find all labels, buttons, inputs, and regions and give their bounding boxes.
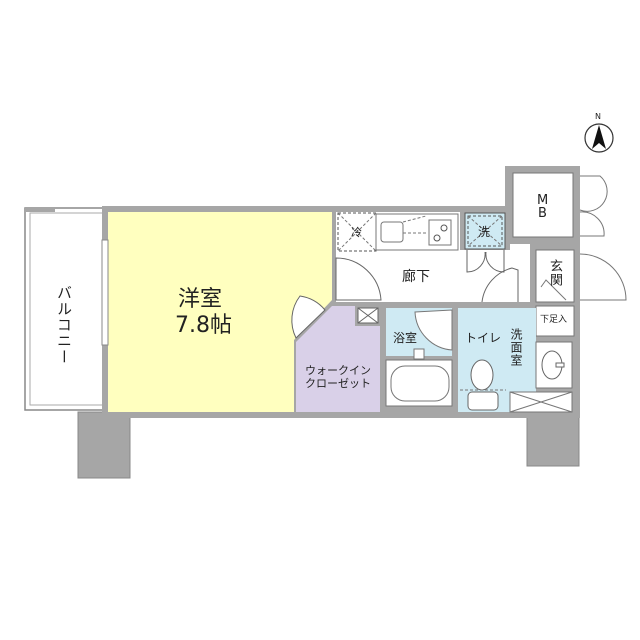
window-balcony — [101, 239, 109, 346]
balcony-wall-stub — [25, 207, 55, 212]
balcony-area — [24, 207, 106, 411]
toilet-bowl — [470, 359, 494, 391]
closet-label-2: クローゼット — [305, 377, 371, 390]
washroom-door-swing — [481, 267, 519, 303]
north-arrow-icon — [592, 125, 606, 149]
toilet-label: トイレ — [465, 331, 502, 345]
western-room-size: 7.8帖 — [175, 313, 232, 338]
corridor-label: 廊下 — [402, 269, 430, 285]
bathroom-label: 浴室 — [393, 331, 418, 345]
burner-icon — [433, 234, 441, 242]
mb-label-2: B — [538, 206, 547, 221]
entrance-floor — [535, 249, 575, 303]
corridor-floor-east — [460, 250, 530, 302]
balcony-label: バルコニー — [55, 285, 73, 365]
meter-box — [512, 172, 574, 238]
shoe-box — [535, 305, 575, 337]
closet-door-swing — [291, 295, 326, 339]
front-door-swing — [579, 253, 627, 301]
stove — [428, 219, 452, 246]
pillar-left — [77, 411, 131, 479]
closet-floor — [296, 306, 380, 412]
compass-north-label: N — [595, 112, 601, 121]
western-room-floor — [108, 212, 332, 412]
washroom-label: 洗面室 — [509, 328, 523, 367]
western-room-label: 洋室 — [178, 287, 223, 312]
burner-icon — [440, 224, 448, 232]
toilet-tank — [467, 391, 499, 411]
corridor-door-swing — [335, 257, 382, 301]
entrance-label: 玄関 — [547, 259, 562, 287]
sink — [380, 221, 404, 243]
fridge-label: 冷 — [351, 226, 362, 239]
bathtub — [390, 365, 450, 402]
washer-label: 洗 — [478, 225, 491, 239]
closet-label-1: ウォークイン — [305, 364, 371, 377]
mb-label-1: M — [537, 193, 549, 208]
pillar-right — [526, 411, 580, 467]
shoe-box-label: 下足入 — [540, 315, 568, 325]
